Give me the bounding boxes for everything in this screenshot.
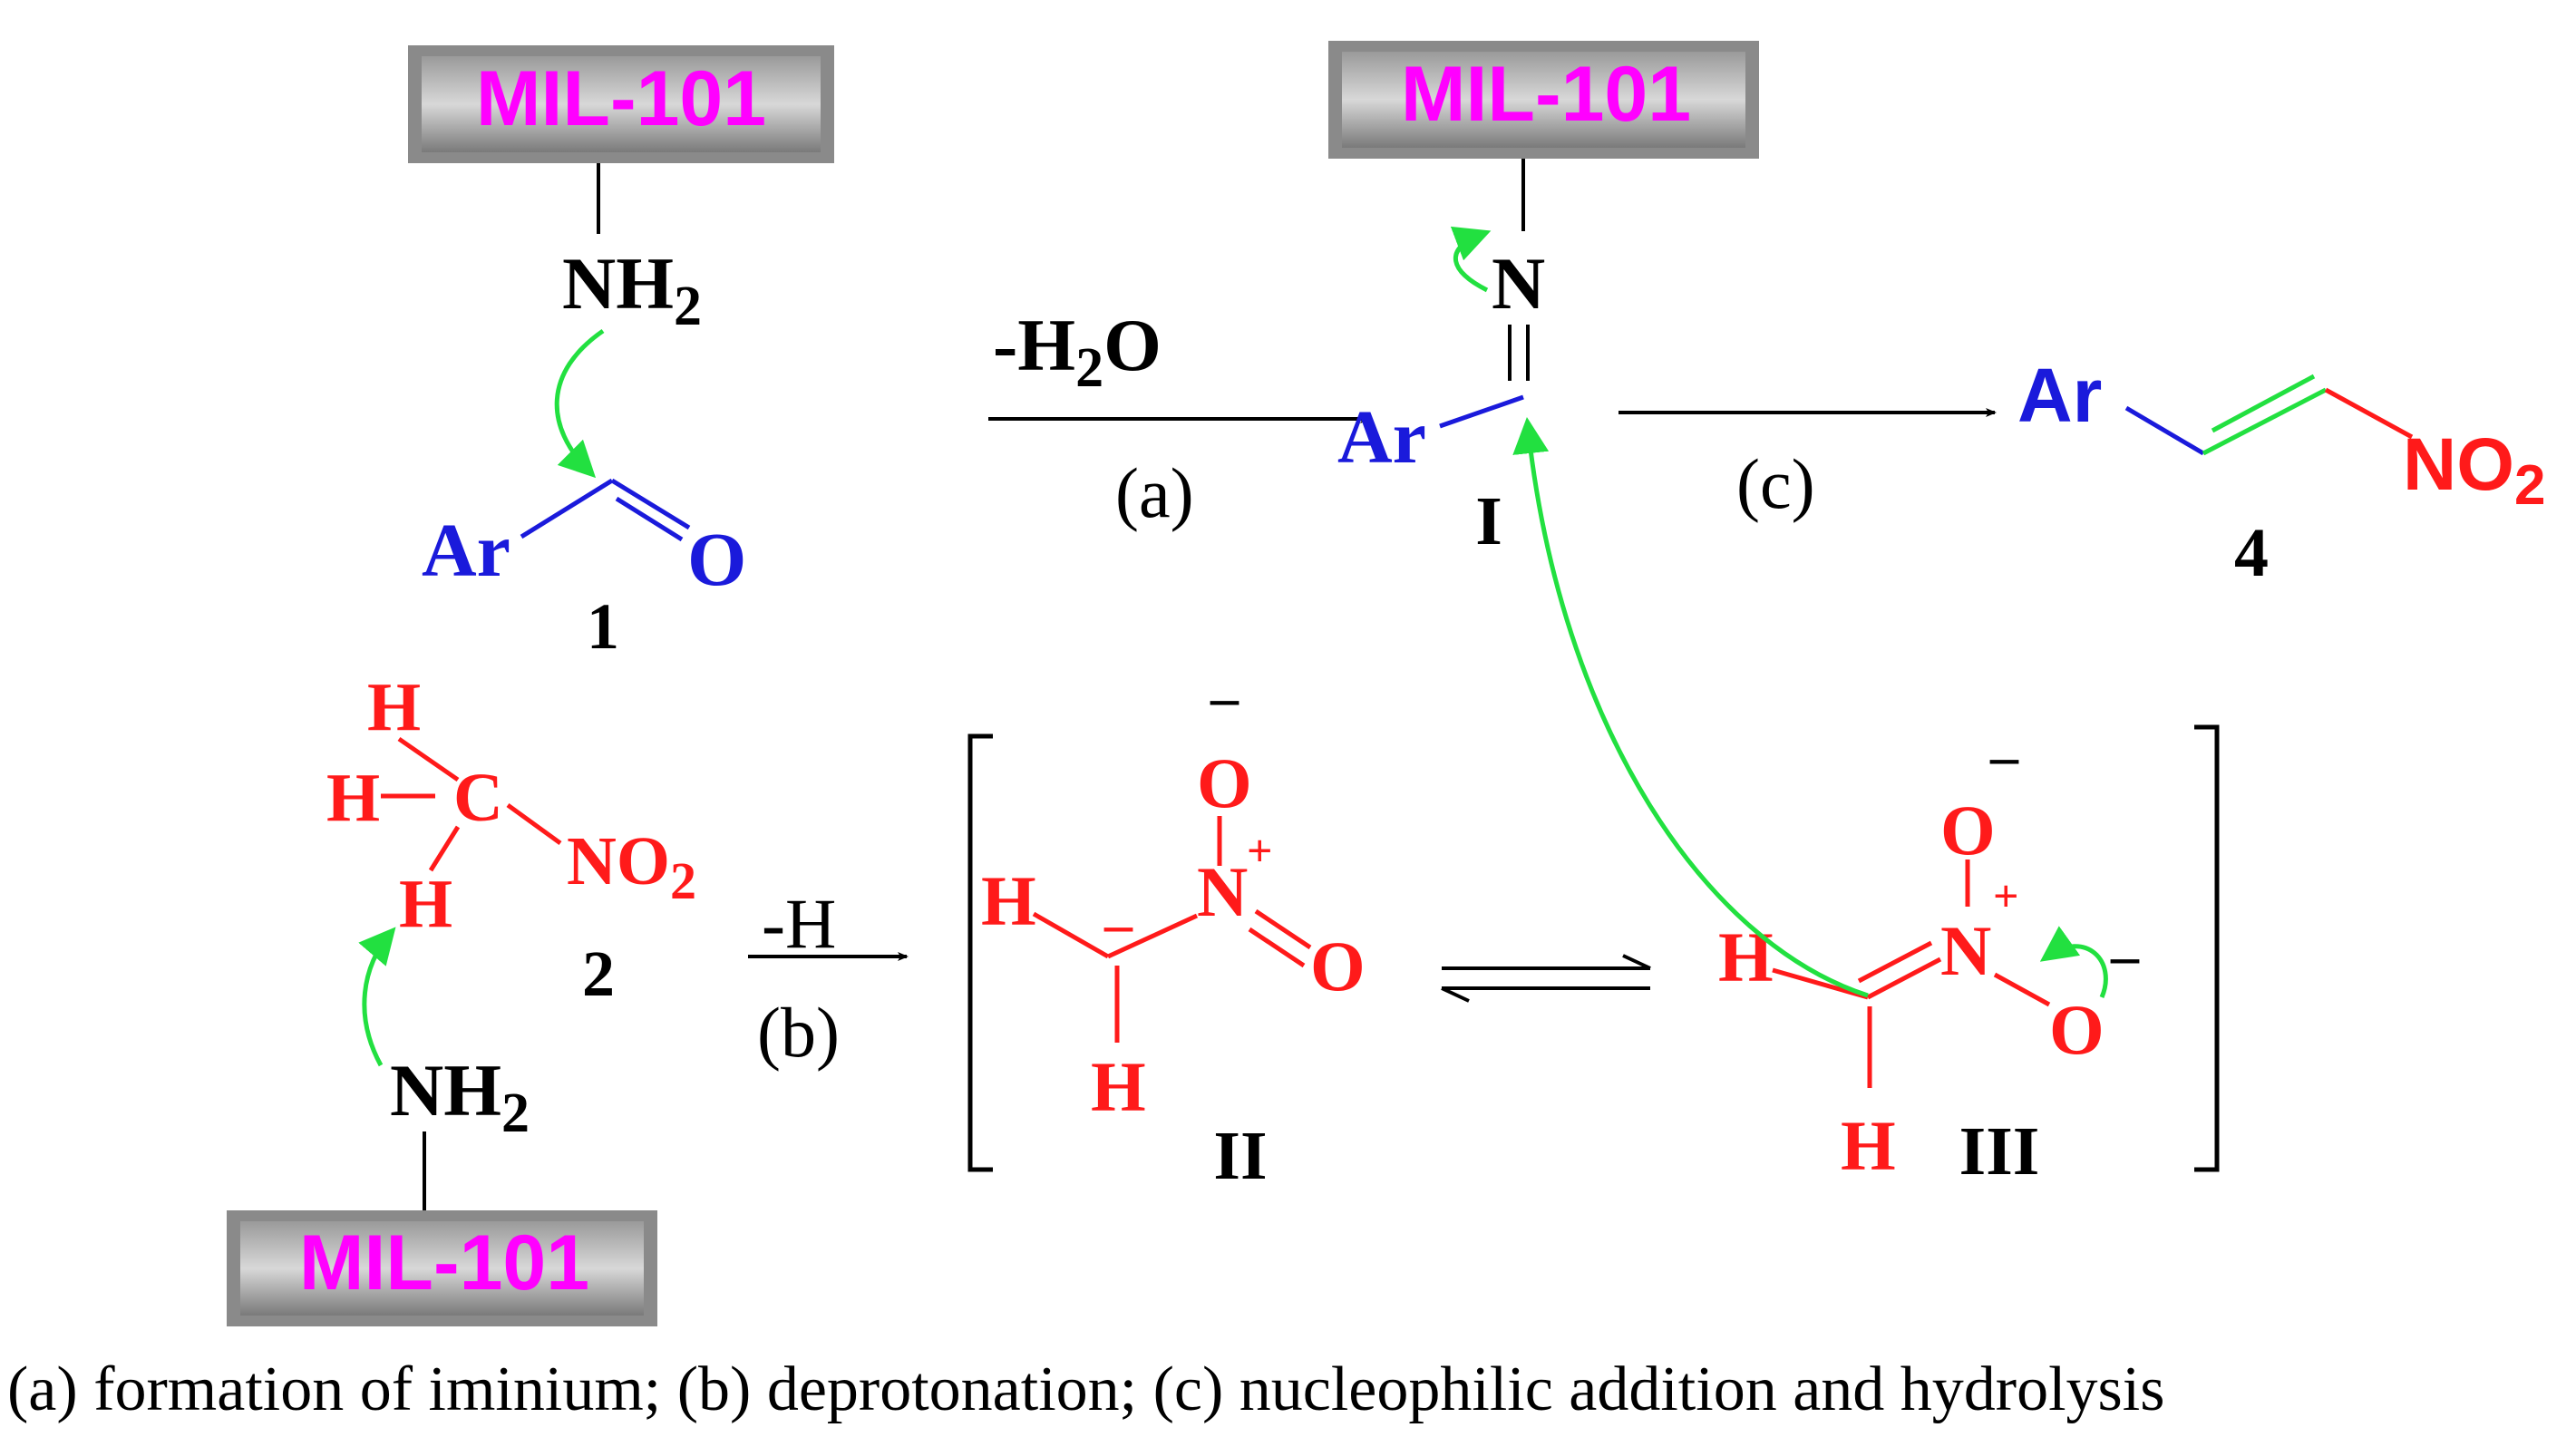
svg-text:N: N — [1197, 852, 1248, 931]
svg-text:O: O — [2049, 990, 2105, 1069]
support-box-3: MIL-101 — [227, 1210, 657, 1326]
bond — [520, 478, 614, 539]
bond — [615, 496, 684, 542]
green-curved-arrow — [358, 927, 396, 1067]
svg-text:–: – — [2110, 926, 2140, 987]
support-label: MIL-101 — [476, 55, 766, 142]
compound-label-I: I — [1475, 483, 1502, 559]
svg-text:O: O — [1310, 927, 1366, 1005]
step-b-reagent: -H — [762, 884, 836, 963]
bond — [2211, 374, 2316, 433]
aryl-group: Ar — [1337, 395, 1426, 480]
green-curved-arrow-long — [1512, 417, 1869, 998]
green-curved-arrow — [1450, 226, 1492, 293]
oxygen-atom: O — [687, 518, 746, 602]
svg-text:H: H — [1718, 918, 1774, 996]
compound-label-2: 2 — [582, 937, 615, 1010]
nitro-group: NO2 — [2403, 423, 2545, 517]
svg-text:MIL-101: MIL-101 — [1401, 51, 1691, 138]
scheme-caption: (a) formation of iminium; (b) deprotonat… — [7, 1355, 2164, 1424]
anion-II: H – N + O – O H — [981, 667, 1366, 1126]
svg-text:+: + — [1993, 870, 2019, 921]
step-a-reagent: -H2O — [993, 304, 1162, 399]
step-c-label: (c) — [1736, 444, 1815, 523]
svg-text:O: O — [1197, 743, 1252, 822]
bond — [2324, 387, 2414, 440]
right-bracket — [2194, 724, 2220, 1172]
svg-text:H: H — [981, 861, 1036, 940]
svg-text:O: O — [1940, 791, 1996, 869]
nitromethane: H H C NO2 H — [326, 669, 696, 942]
left-bracket — [967, 733, 993, 1172]
nitrogen-atom: N — [1492, 242, 1545, 325]
bond — [1439, 394, 1524, 429]
aryl-group: Ar — [422, 509, 510, 593]
svg-text:–: – — [1989, 726, 2019, 788]
bond — [2202, 387, 2328, 456]
svg-text:H: H — [399, 866, 452, 942]
step-b-label: (b) — [757, 993, 840, 1072]
svg-text:H: H — [326, 760, 380, 836]
support-box-2: MIL-101 — [1328, 41, 1759, 159]
step-a-label: (a) — [1115, 453, 1194, 532]
svg-text:H: H — [367, 669, 421, 745]
svg-text:C: C — [453, 760, 503, 836]
compound-label-1: 1 — [587, 590, 619, 663]
svg-text:N: N — [1940, 911, 1991, 990]
compound-label-II: II — [1213, 1118, 1267, 1194]
svg-text:NO2: NO2 — [567, 823, 696, 910]
svg-text:MIL-101: MIL-101 — [299, 1219, 589, 1306]
compound-label-4: 4 — [2234, 515, 2269, 591]
amine-group: NH2 — [562, 242, 702, 337]
svg-text:–: – — [1210, 667, 1239, 729]
aryl-group: Ar — [2017, 353, 2102, 438]
svg-text:+: + — [1247, 825, 1273, 876]
green-curved-arrow — [554, 328, 605, 479]
anion-III: H N + O – O – H — [1718, 726, 2140, 1185]
support-box-1: MIL-101 — [408, 45, 834, 163]
svg-text:H: H — [1841, 1106, 1896, 1185]
bond — [2124, 405, 2205, 456]
bond — [610, 478, 691, 530]
compound-label-III: III — [1959, 1113, 2040, 1190]
svg-text:H: H — [1091, 1047, 1146, 1126]
amine-group: NH2 — [390, 1049, 530, 1144]
green-curved-arrow — [2039, 926, 2108, 998]
